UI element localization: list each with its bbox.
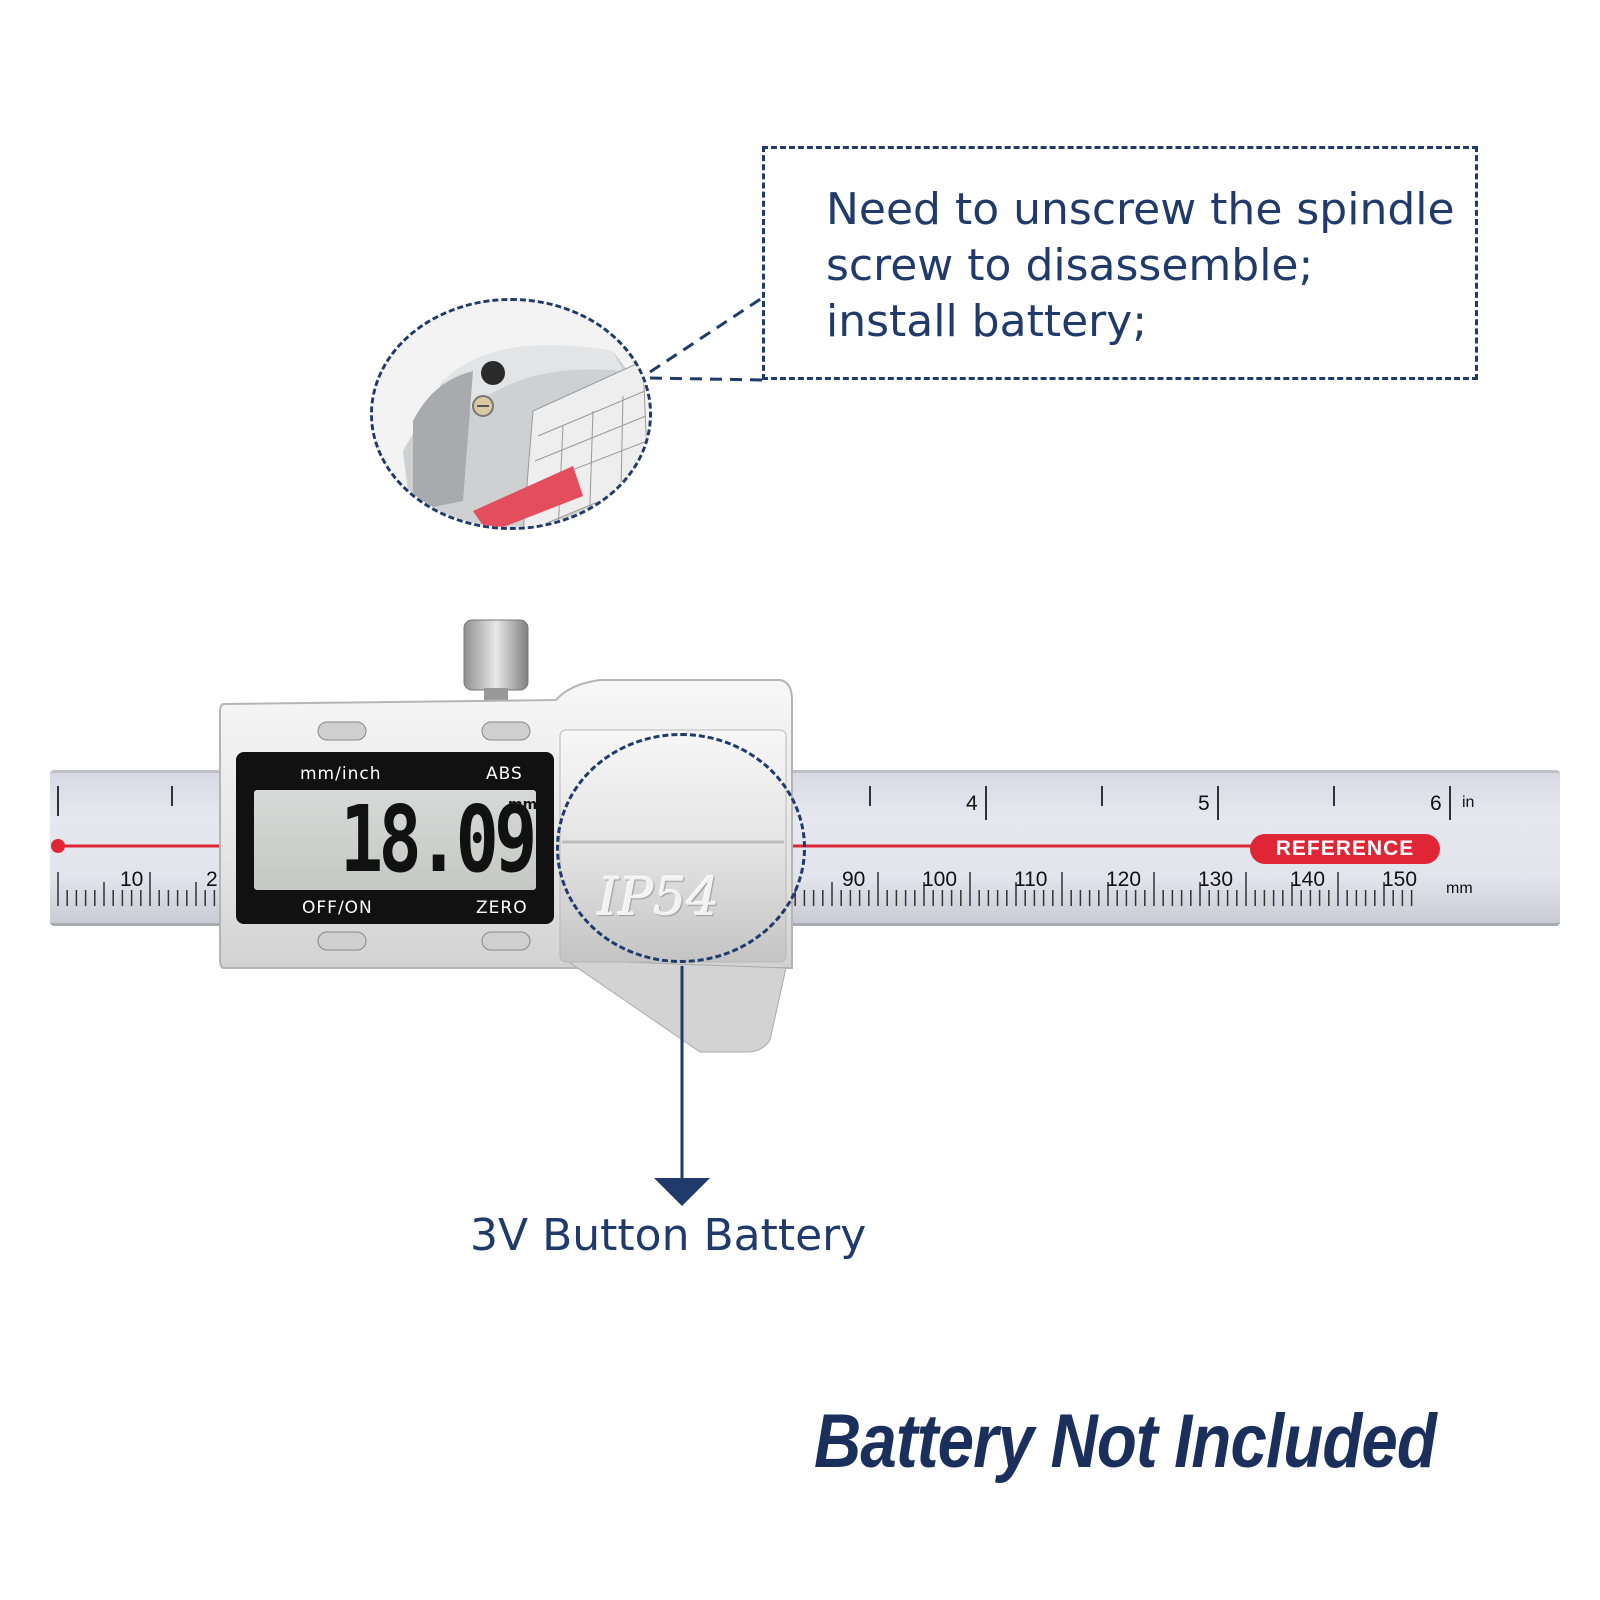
top-right-button <box>481 721 531 741</box>
inch-label: 5 <box>1198 792 1210 815</box>
mm-label: 10 <box>120 868 144 891</box>
mm-label: 90 <box>842 868 866 891</box>
top-left-button <box>317 721 367 741</box>
mm-label: 2 <box>206 868 218 891</box>
battery-label: 3V Button Battery <box>470 1210 867 1261</box>
inch-label: 4 <box>966 792 978 815</box>
reference-dot <box>51 839 65 853</box>
mm-label: 140 <box>1290 868 1326 891</box>
zero-label: ZERO <box>476 898 528 918</box>
mm-label: 110 <box>1014 868 1048 891</box>
mm-label: 150 <box>1382 868 1418 891</box>
callout-text: Need to unscrew the spindle screw to dis… <box>826 182 1466 350</box>
inch-unit: in <box>1462 794 1475 811</box>
lcd-unit: mm <box>508 797 538 813</box>
mm-label: 130 <box>1198 868 1234 891</box>
off-on-label: OFF/ON <box>302 898 373 918</box>
callout-line: install battery; <box>826 296 1148 347</box>
battery-cover-closeup-icon <box>373 301 649 527</box>
abs-label: ABS <box>486 764 523 784</box>
mm-label: 100 <box>922 868 958 891</box>
callout-line: Need to unscrew the spindle <box>826 184 1455 235</box>
callout-box <box>762 146 1478 380</box>
mode-label: mm/inch <box>300 764 382 784</box>
mm-unit: mm <box>1446 880 1473 897</box>
battery-cover-zoom <box>370 298 652 530</box>
callout-line: screw to disassemble; <box>826 240 1314 291</box>
battery-compartment-circle <box>556 733 806 963</box>
off-on-button <box>317 931 367 951</box>
mm-label: 120 <box>1106 868 1142 891</box>
inch-label: 6 <box>1430 792 1442 815</box>
zero-button <box>481 931 531 951</box>
reference-badge: REFERENCE <box>1250 834 1440 864</box>
lcd-screen <box>254 790 536 890</box>
battery-not-included-note: Battery Not Included <box>814 1399 1437 1484</box>
